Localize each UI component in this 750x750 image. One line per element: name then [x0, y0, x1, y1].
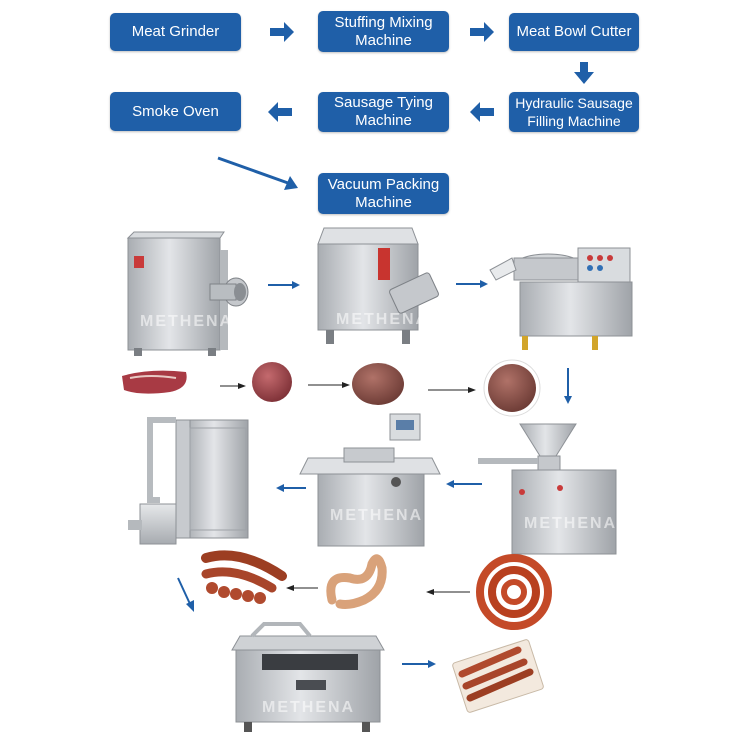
flow-arrow-12	[564, 368, 572, 404]
step-label: Meat Grinder	[131, 23, 220, 40]
step-vacuum-packing-machine: Vacuum Packing Machine	[318, 173, 449, 214]
step-stuffing-mixing-machine: Stuffing Mixing Machine	[318, 11, 449, 52]
watermark-text: METHENA	[336, 311, 429, 328]
raw-meat-image	[122, 370, 187, 394]
smoked-sausages-image	[201, 550, 287, 604]
sausage-tying-machine-image	[299, 413, 441, 547]
flow-arrow-9	[220, 383, 246, 389]
step-label: Smoke Oven	[132, 102, 219, 120]
flow-arrow-16	[426, 589, 470, 595]
meat-grinder-image	[126, 231, 249, 356]
watermark-text: METHENA	[330, 507, 423, 524]
step-label: Hydraulic Sausage Filling Machine	[515, 95, 633, 129]
step-label: Meat Bowl Cutter	[516, 23, 632, 40]
flow-arrow-4	[470, 102, 494, 122]
step-label: Vacuum Packing Machine	[327, 175, 440, 211]
flow-arrow-3	[574, 62, 594, 84]
tied-sausages-image	[326, 554, 387, 609]
sausage-coil-image	[476, 554, 552, 630]
flow-arrow-6	[217, 156, 298, 190]
stuffing-mixing-machine-image	[317, 227, 439, 344]
step-sausage-tying-machine: Sausage Tying Machine	[318, 92, 449, 132]
step-meat-bowl-cutter: Meat Bowl Cutter	[509, 13, 639, 51]
flow-arrow-18	[402, 660, 436, 668]
watermark-text: METHENA	[524, 515, 617, 532]
flow-arrow-8	[456, 280, 488, 288]
flow-arrow-17	[177, 577, 194, 612]
flow-arrow-7	[268, 281, 300, 289]
meat-bowl-cutter-image	[489, 247, 633, 350]
step-smoke-oven: Smoke Oven	[110, 92, 241, 131]
vacuum-packing-machine-image	[231, 622, 385, 732]
watermark-text: METHENA	[140, 313, 233, 330]
hydraulic-sausage-filling-machine-image	[478, 423, 617, 555]
step-label: Stuffing Mixing Machine	[334, 13, 433, 49]
step-label: Sausage Tying Machine	[334, 94, 433, 129]
flow-arrow-14	[276, 484, 306, 492]
flow-arrow-10	[308, 382, 350, 388]
mixed-meat-image	[352, 363, 404, 405]
flow-arrow-15	[286, 585, 318, 591]
packaged-sausages-image	[452, 639, 544, 713]
flow-arrow-5	[268, 102, 292, 122]
watermark-text: METHENA	[262, 699, 355, 716]
flow-arrow-1	[270, 22, 294, 42]
step-meat-grinder: Meat Grinder	[110, 13, 241, 51]
smoke-oven-image	[128, 417, 249, 545]
chopped-meat-image	[483, 359, 541, 417]
flow-arrow-11	[428, 387, 476, 393]
flow-arrow-2	[470, 22, 494, 42]
flow-arrow-13	[446, 480, 482, 488]
step-hydraulic-sausage-filling-machine: Hydraulic Sausage Filling Machine	[509, 92, 639, 132]
ground-meat-image	[252, 362, 292, 402]
